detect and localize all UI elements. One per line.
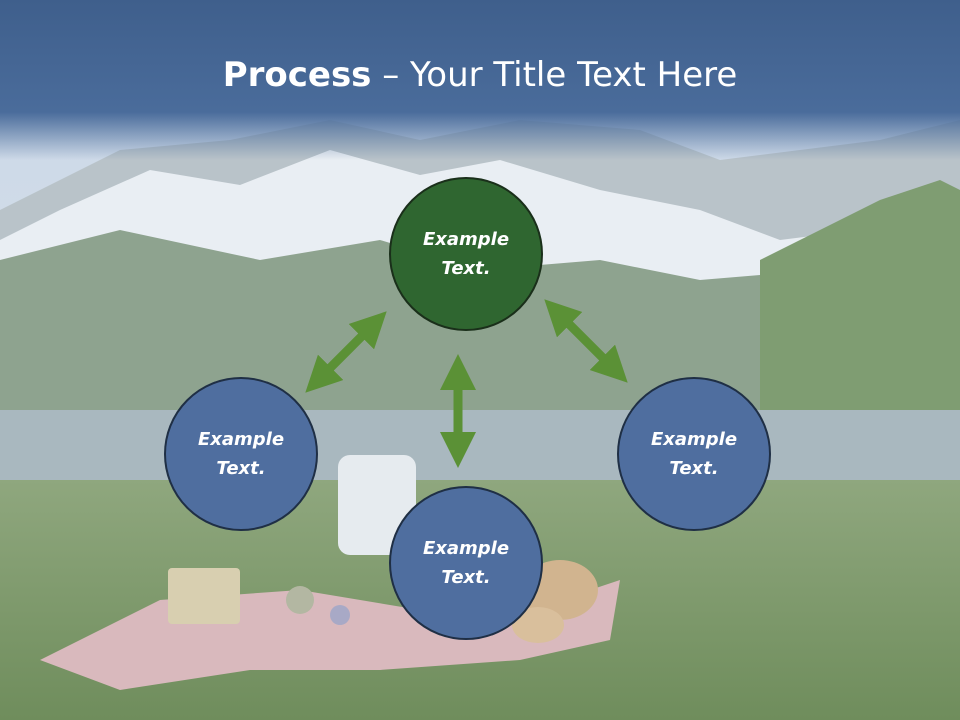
title-band: [0, 0, 960, 160]
title-rest: – Your Title Text Here: [371, 55, 738, 95]
slide-title: Process – Your Title Text Here: [0, 52, 960, 98]
process-node-right: Example Text.: [617, 377, 771, 531]
process-node-bottom: Example Text.: [389, 486, 543, 640]
process-node-left: Example Text.: [164, 377, 318, 531]
process-node-top: Example Text.: [389, 177, 543, 331]
double-arrow-left-top: [305, 311, 387, 393]
double-arrow-right-top: [544, 299, 628, 383]
title-bold: Process: [222, 55, 372, 95]
